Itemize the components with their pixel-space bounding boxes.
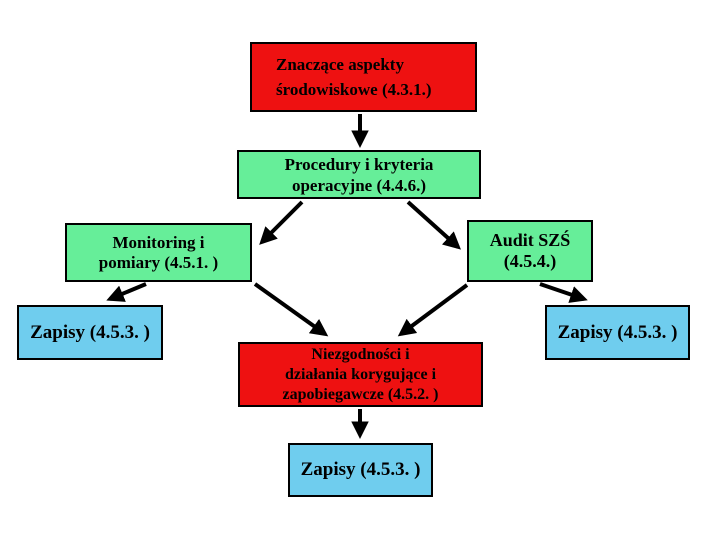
node-label-line: (4.5.4.) <box>503 251 557 271</box>
arrow-audit-to-records-right <box>539 282 588 303</box>
node-monitoring: Monitoring i pomiary (4.5.1. ) <box>65 223 252 282</box>
node-label-line: operacyjne (4.4.6.) <box>291 175 427 195</box>
node-significant-aspects: Znaczące aspekty środowiskowe (4.3.1.) <box>250 42 477 112</box>
node-label-line: Niezgodności i <box>311 345 410 363</box>
arrow-procedures-to-audit <box>406 200 461 250</box>
node-label-line: zapobiegawcze (4.5.2. ) <box>282 385 439 403</box>
node-records-left: Zapisy (4.5.3. ) <box>17 305 163 360</box>
node-label-line: Zapisy (4.5.3. ) <box>300 459 421 480</box>
arrow-monitoring-to-nonconformity <box>253 282 329 337</box>
node-label-line: środowiskowe (4.3.1.) <box>276 80 432 99</box>
node-label-line: Zapisy (4.5.3. ) <box>557 321 678 343</box>
node-label-line: pomiary (4.5.1. ) <box>98 252 219 272</box>
node-records-right: Zapisy (4.5.3. ) <box>545 305 690 360</box>
node-procedures-criteria: Procedury i kryteria operacyjne (4.4.6.) <box>237 150 481 199</box>
node-records-bottom: Zapisy (4.5.3. ) <box>288 443 433 497</box>
node-audit-szs: Audit SZŚ (4.5.4.) <box>467 220 593 282</box>
node-label-line: Zapisy (4.5.3. ) <box>30 321 150 343</box>
arrow-audit-to-nonconformity <box>397 283 469 337</box>
node-nonconformities: Niezgodności i działania korygujące i za… <box>238 342 483 407</box>
node-label-line: Audit SZŚ <box>489 230 571 250</box>
arrow-procedures-to-monitoring <box>259 200 304 245</box>
node-label-line: Znaczące aspekty <box>276 55 404 74</box>
node-label-line: działania korygujące i <box>284 365 437 383</box>
node-label-line: Monitoring i <box>112 232 205 252</box>
arrow-monitoring-to-records-left <box>106 282 147 302</box>
node-label-line: Procedury i kryteria <box>284 154 434 174</box>
